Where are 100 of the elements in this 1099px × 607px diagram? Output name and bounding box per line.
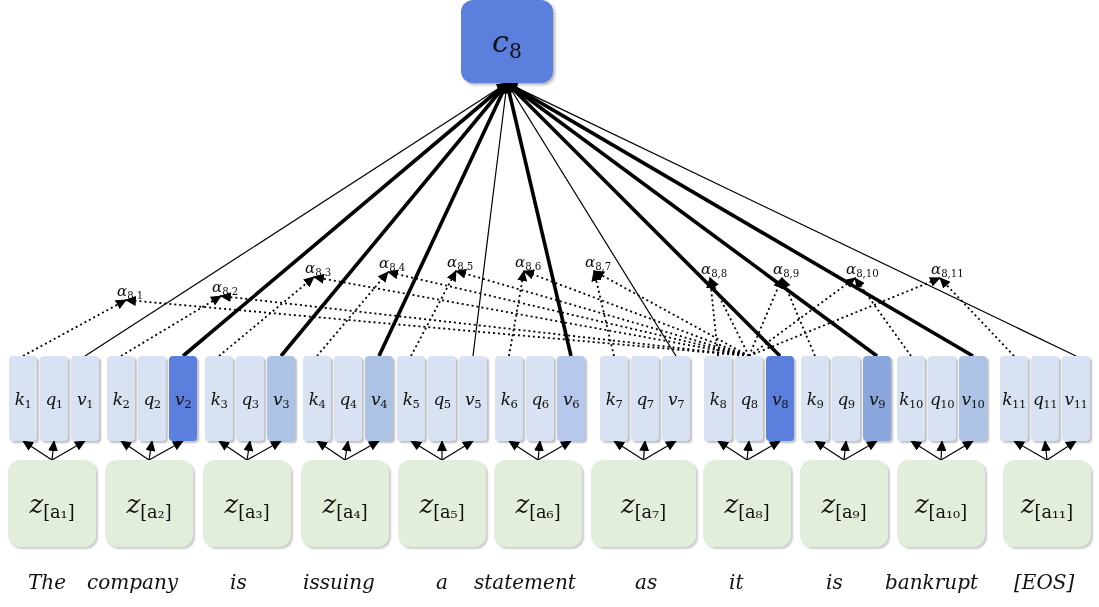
vector-box: k$_{10}$ (897, 356, 925, 441)
arrow (51, 440, 86, 461)
vector-box: v$_{9}$ (863, 356, 891, 441)
dotted-arrow (939, 277, 1015, 357)
embedding-box: z$_{[a₄]}$ (301, 460, 389, 547)
vector-box: k$_{1}$ (9, 356, 37, 441)
vector-box: k$_{2}$ (107, 356, 135, 441)
vector-box: k$_{4}$ (303, 356, 331, 441)
token-word: issuing (303, 570, 375, 594)
token-word: is (826, 570, 843, 594)
vector-box: k$_{3}$ (205, 356, 233, 441)
vector-box: v$_{5}$ (459, 356, 487, 441)
arrow (814, 440, 845, 461)
attention-weight-label: α$_{8,4}$ (378, 254, 407, 272)
dotted-arrow (748, 277, 941, 357)
embedding-box: z$_{[a₁]}$ (8, 460, 96, 547)
dotted-arrow (316, 271, 389, 357)
arrow (243, 440, 254, 461)
attention-weight-label: α$_{8,2}$ (211, 278, 240, 296)
vector-box: q$_{3}$ (236, 356, 264, 441)
dotted-arrow (706, 277, 719, 357)
embedding-box: z$_{[a₃]}$ (203, 460, 291, 547)
arrow (940, 440, 974, 461)
token-word: company (87, 570, 179, 594)
dotted-arrow (120, 295, 222, 357)
arrow (410, 440, 443, 461)
arrow (936, 440, 947, 461)
vector-box: q$_{7}$ (631, 356, 659, 441)
arrow (1013, 440, 1048, 461)
arrow (613, 440, 645, 461)
vector-box: v$_{11}$ (1062, 356, 1090, 441)
vector-box: v$_{7}$ (662, 356, 690, 441)
attention-weight-label: α$_{8,10}$ (845, 260, 880, 278)
token-word: statement (474, 570, 576, 594)
attention-weight-label: α$_{8,8}$ (700, 260, 729, 278)
dotted-arrow (748, 277, 856, 357)
arrow (843, 440, 878, 461)
dotted-arrow (591, 270, 615, 357)
arrow (148, 440, 184, 461)
token-word: [EOS] (1014, 570, 1075, 594)
attention-weight-label: α$_{8,9}$ (772, 260, 801, 278)
vector-box: v$_{6}$ (557, 356, 585, 441)
vector-box: q$_{6}$ (526, 356, 554, 441)
vector-box: k$_{6}$ (495, 356, 523, 441)
vector-box: q$_{5}$ (428, 356, 456, 441)
vector-box: v$_{8}$ (766, 356, 794, 441)
attention-weight-label: α$_{8,3}$ (304, 259, 333, 277)
arrow (642, 440, 677, 461)
dotted-arrow (508, 270, 528, 357)
vector-box: q$_{1}$ (40, 356, 68, 441)
token-word: it (729, 570, 744, 594)
arrow (840, 440, 850, 461)
vector-box: k$_{11}$ (1000, 356, 1028, 441)
vector-box: q$_{11}$ (1031, 356, 1059, 441)
attention-weight-label: α$_{8,6}$ (514, 253, 543, 271)
vector-box: v$_{3}$ (267, 356, 295, 441)
embedding-box: z$_{[a₇]}$ (591, 460, 696, 547)
arrow (48, 440, 58, 461)
token-word: is (230, 570, 247, 594)
embedding-box: z$_{[a₅]}$ (398, 460, 486, 547)
vector-box: q$_{4}$ (334, 356, 362, 441)
attention-weight-label: α$_{8,5}$ (446, 253, 475, 271)
dotted-arrow (593, 270, 750, 357)
vector-box: q$_{2}$ (138, 356, 166, 441)
attention-weight-label: α$_{8,7}$ (584, 253, 613, 271)
token-word: bankrupt (885, 570, 978, 594)
arrow (534, 440, 544, 461)
vector-box: k$_{7}$ (600, 356, 628, 441)
vector-box: k$_{8}$ (704, 356, 732, 441)
attention-weight-label: α$_{8,11}$ (930, 260, 965, 278)
dotted-arrow (523, 269, 750, 357)
arrow (717, 440, 748, 461)
embedding-box: z$_{[a₂]}$ (105, 460, 193, 547)
embedding-box: z$_{[a₆]}$ (494, 460, 582, 547)
embedding-box: z$_{[a₈]}$ (703, 460, 791, 547)
arrow (1041, 440, 1051, 461)
vector-box: v$_{4}$ (365, 356, 393, 441)
vector-box: k$_{9}$ (801, 356, 829, 441)
dotted-arrow (748, 277, 783, 357)
dotted-arrow (854, 277, 912, 357)
token-word: as (635, 570, 658, 594)
arrow (746, 440, 781, 461)
vector-box: q$_{10}$ (928, 356, 956, 441)
dotted-arrow (781, 277, 816, 357)
dotted-arrow (410, 270, 457, 357)
arrow (441, 440, 474, 461)
vector-box: v$_{10}$ (959, 356, 987, 441)
arrow (344, 440, 380, 461)
arrow (145, 440, 156, 461)
arrow (508, 440, 539, 461)
output-box: c$_{8}$ (461, 0, 553, 83)
arrow (316, 440, 346, 461)
attention-weight-label: α$_{8,1}$ (116, 282, 145, 300)
vector-box: q$_{9}$ (832, 356, 860, 441)
arrow (1046, 440, 1077, 461)
arrow (218, 440, 248, 461)
arrow (910, 440, 942, 461)
arrow (120, 440, 150, 461)
vector-box: q$_{8}$ (735, 356, 763, 441)
vector-box: k$_{5}$ (397, 356, 425, 441)
